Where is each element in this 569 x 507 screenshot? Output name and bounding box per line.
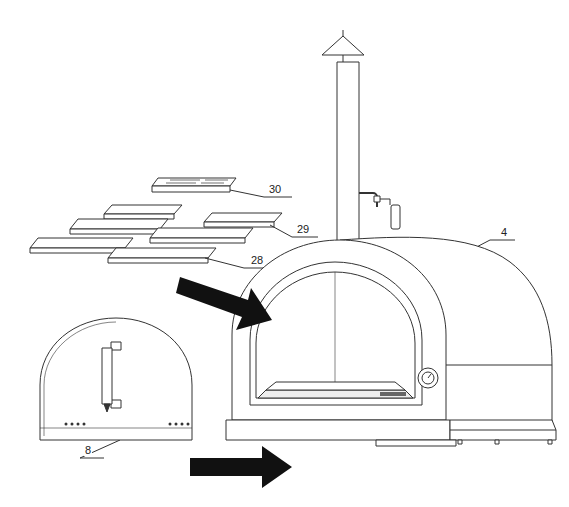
callout-number: 4 [500,227,508,238]
callout-number: 29 [296,224,310,235]
callout-number: 8 [84,445,92,456]
grate-tile [152,178,236,192]
oven-body [226,237,556,446]
oven-door [40,318,192,440]
floor-tiles [30,205,282,263]
chimney [316,30,400,262]
callout-number: 28 [250,255,264,266]
assembly-arrows [176,277,292,488]
callout-number: 30 [268,184,282,195]
